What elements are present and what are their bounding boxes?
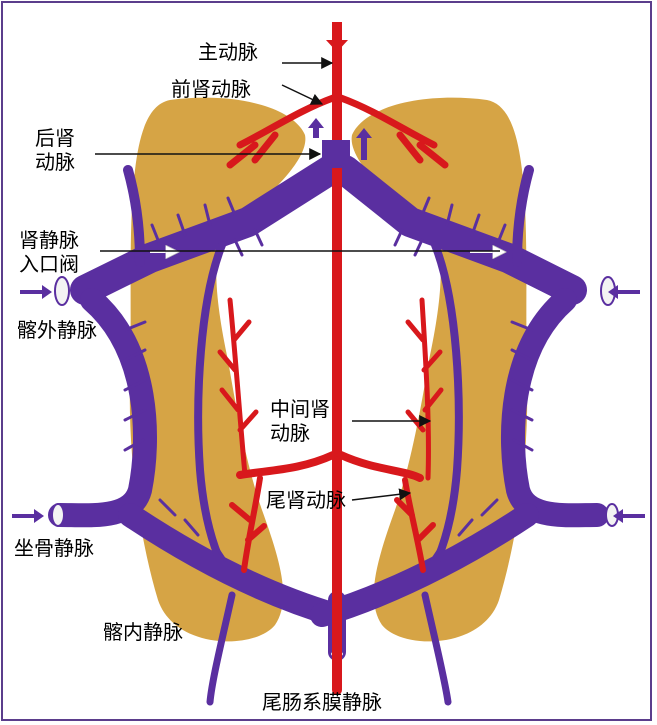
label-middle-renal-artery: 中间肾 动脉 (270, 397, 330, 445)
label-posterior-renal-artery: 后肾 动脉 (35, 126, 75, 174)
anterior-renal-pointer (282, 85, 322, 104)
flow-arrow-left-external-iliac (20, 285, 52, 299)
aorta-top-arrow (326, 22, 348, 52)
left-external-iliac-opening (55, 277, 69, 305)
label-anterior-renal-artery: 前肾动脉 (171, 77, 251, 101)
left-sciatic-opening (52, 504, 64, 526)
label-renal-portal-valve: 肾静脉 入口阀 (19, 228, 79, 276)
label-aorta: 主动脉 (198, 40, 258, 64)
right-renal-portal-vein (513, 300, 597, 515)
caudal-renal-junction (240, 455, 420, 478)
label-caudal-mesenteric-vein: 尾肠系膜静脉 (262, 690, 382, 714)
label-external-iliac-vein: 髂外静脉 (17, 318, 97, 342)
flow-arrow-left-sciatic (12, 509, 44, 523)
label-internal-iliac-vein: 髂内静脉 (103, 620, 183, 644)
label-sciatic-vein: 坐骨静脉 (14, 536, 94, 560)
label-caudal-renal-artery: 尾肾动脉 (266, 488, 346, 512)
flow-arrow-up-left (308, 118, 324, 138)
posterior-renal-artery-block (322, 140, 350, 168)
